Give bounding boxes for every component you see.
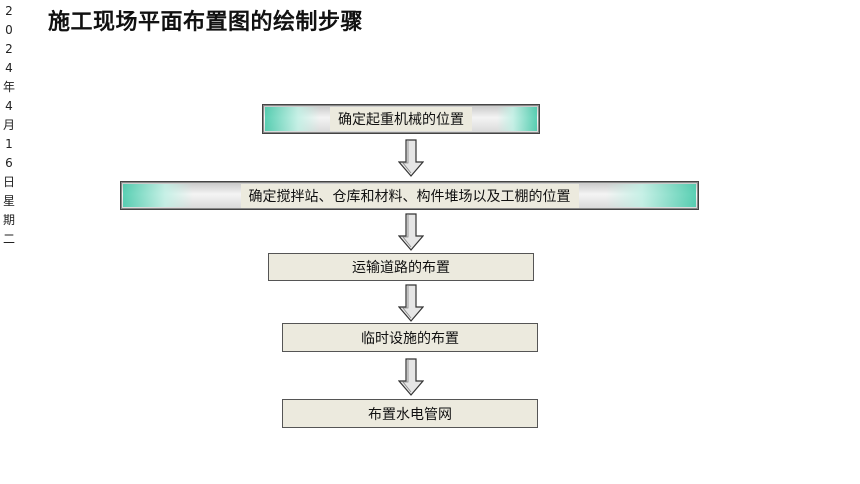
date-char: 2 (5, 4, 13, 18)
flow-step-label: 临时设施的布置 (361, 330, 459, 347)
flow-step-crane-position[interactable]: 确定起重机械的位置 (262, 104, 540, 134)
date-char: 4 (5, 99, 13, 113)
flow-step-label: 确定起重机械的位置 (330, 107, 472, 131)
flow-step-utility-network[interactable]: 布置水电管网 (282, 399, 538, 428)
date-char: 0 (5, 23, 13, 37)
down-arrow-icon (398, 358, 424, 396)
date-char: 1 (5, 137, 13, 151)
date-char: 6 (5, 156, 13, 170)
down-arrow-icon (398, 213, 424, 251)
date-strip: 2 0 2 4 年 4 月 1 6 日 星 期 二 (2, 2, 16, 249)
date-char: 星 (2, 194, 15, 208)
date-char: 二 (2, 232, 15, 246)
date-char: 年 (2, 80, 15, 94)
flow-step-label: 布置水电管网 (368, 406, 452, 423)
flow-step-label: 运输道路的布置 (352, 260, 450, 276)
page-title: 施工现场平面布置图的绘制步骤 (48, 10, 364, 35)
date-char: 日 (2, 175, 15, 189)
step-glow-left (123, 184, 193, 207)
step-glow-right (606, 184, 696, 207)
flow-step-road-layout[interactable]: 运输道路的布置 (268, 253, 534, 281)
date-char: 期 (2, 213, 15, 227)
date-char: 月 (2, 118, 15, 132)
flow-step-storage-layout[interactable]: 确定搅拌站、仓库和材料、构件堆场以及工棚的位置 (120, 181, 699, 210)
flow-step-temporary-facilities[interactable]: 临时设施的布置 (282, 323, 538, 352)
date-char: 2 (5, 42, 13, 56)
step-glow-left (265, 107, 320, 131)
flow-step-label: 确定搅拌站、仓库和材料、构件堆场以及工棚的位置 (240, 183, 579, 208)
down-arrow-icon (398, 284, 424, 322)
down-arrow-icon (398, 139, 424, 177)
step-glow-right (497, 107, 537, 131)
date-char: 4 (5, 61, 13, 75)
